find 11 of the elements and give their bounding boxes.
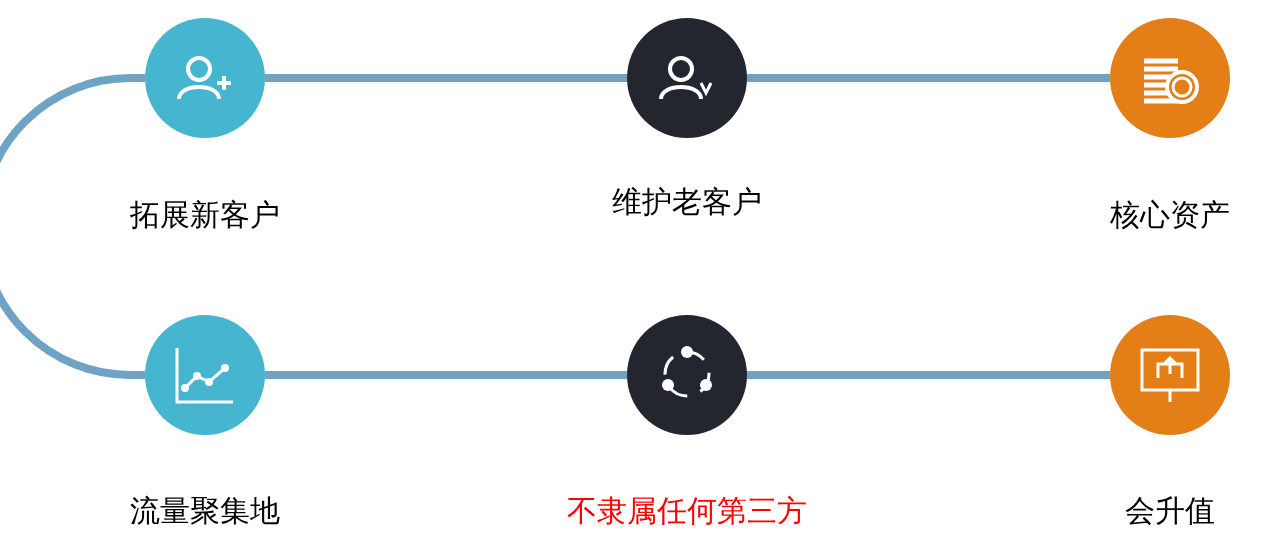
connector-line [280,371,567,379]
node-label: 维护老客户 [612,183,762,221]
node-label: 不隶属任何第三方 [567,492,807,530]
connector-line [807,371,1110,379]
node-label: 拓展新客户 [130,196,280,234]
node-label: 核心资产 [1110,196,1230,234]
connector-line [280,74,612,82]
connector-line [0,74,131,379]
node-label: 会升值 [1125,492,1215,530]
node-label: 流量聚集地 [130,492,280,530]
connector-line [762,74,1110,82]
